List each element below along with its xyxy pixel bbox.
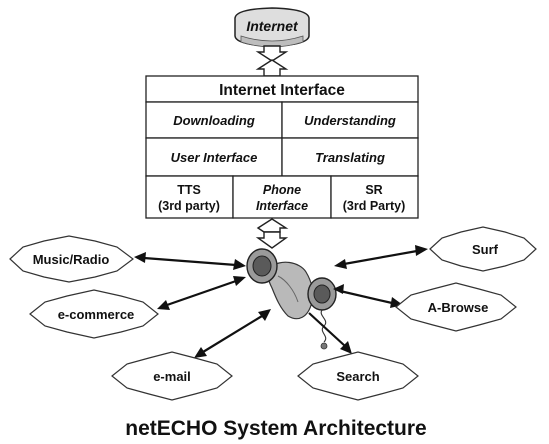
search-connector <box>308 312 346 347</box>
diagram-caption: netECHO System Architecture <box>125 417 426 440</box>
user-interface-label: User Interface <box>171 150 258 165</box>
sr-cell <box>330 175 419 219</box>
tts-sublabel: (3rd party) <box>158 199 220 213</box>
sr-sublabel: (3rd Party) <box>343 199 406 213</box>
translating-cell <box>281 137 419 177</box>
arrow-head <box>134 252 146 263</box>
search-label: Search <box>336 369 379 384</box>
arrow-head <box>340 341 352 354</box>
user-interface-cell <box>145 137 283 177</box>
surf-label: Surf <box>472 242 499 257</box>
music-radio-label: Music/Radio <box>33 252 110 267</box>
service-abrowse: A-Browse <box>395 282 517 332</box>
internet-interface-cell <box>145 75 419 103</box>
internet-label: Internet <box>246 18 299 34</box>
phone-sublabel: Interface <box>256 199 308 213</box>
email-connector <box>202 315 263 353</box>
arrow-head <box>333 284 344 294</box>
double-arrow-icon <box>256 218 289 233</box>
service-email: e-mail <box>111 351 233 401</box>
cloud-shape <box>429 226 537 272</box>
phone-interface-cell <box>232 175 332 219</box>
arrow-head <box>194 347 207 358</box>
interface-stack: Internet Interface Downloading Understan… <box>145 75 419 219</box>
service-music-radio: Music/Radio <box>9 235 134 283</box>
surf-connector <box>343 249 418 266</box>
internet-interface-title: Internet Interface <box>219 82 345 99</box>
service-ecommerce: e-commerce <box>29 289 159 339</box>
music-connector <box>143 256 237 267</box>
abrowse-label: A-Browse <box>428 300 489 315</box>
arrow-head <box>157 300 170 310</box>
translating-label: Translating <box>315 150 385 165</box>
ecommerce-label: e-commerce <box>58 307 135 322</box>
internet-node: Internet <box>234 7 310 48</box>
understanding-label: Understanding <box>304 113 396 128</box>
arrow-head <box>233 259 246 270</box>
downloading-label: Downloading <box>173 113 255 128</box>
cloud-shape <box>111 351 233 401</box>
service-search: Search <box>297 351 419 401</box>
connections <box>134 245 428 358</box>
arrow-head <box>415 245 428 256</box>
tts-label: TTS <box>177 183 201 197</box>
arrow-head <box>258 309 271 321</box>
understanding-cell <box>281 101 419 139</box>
arrow-head <box>233 276 246 286</box>
tts-cell <box>145 175 234 219</box>
email-label: e-mail <box>153 369 191 384</box>
cloud-shape <box>9 235 134 283</box>
double-arrow-icon <box>255 231 289 249</box>
sr-label: SR <box>365 183 382 197</box>
double-arrow-icon <box>255 45 289 62</box>
double-arrow-icon <box>255 59 289 77</box>
abrowse-connector <box>339 289 393 305</box>
cloud-shape <box>395 282 517 332</box>
cloud-shape <box>297 351 419 401</box>
telephone-handset-icon <box>246 248 337 350</box>
phone-label: Phone <box>263 183 301 197</box>
service-surf: Surf <box>429 226 537 272</box>
cloud-shape <box>29 289 159 339</box>
arrow-head <box>334 259 347 269</box>
ecommerce-connector <box>166 279 237 307</box>
